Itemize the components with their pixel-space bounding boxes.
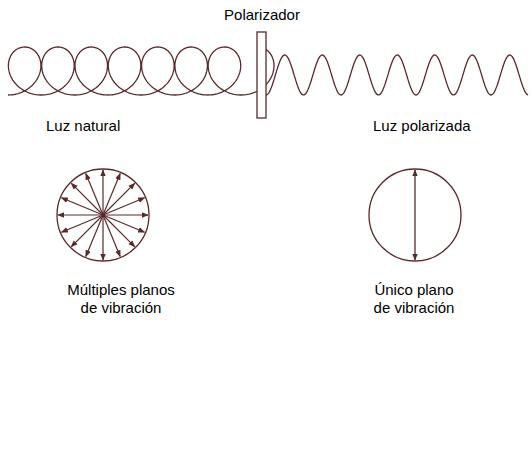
light-label: Luz natural [46,117,120,135]
vibration-arrow [58,214,103,215]
vibration-arrow [61,215,103,232]
polarizer-plate [257,32,266,118]
natural-light-wave [8,47,274,95]
vibration-arrow [71,183,103,215]
vibration-arrows [58,170,148,260]
vibration-arrow [102,215,103,260]
polarized-light-wave [266,55,528,95]
vibration-arrow [103,198,145,215]
vibration-arrow [414,170,415,260]
vibration-arrow [71,215,103,247]
component-label: Polarizador [224,6,300,24]
caption-label: Múltiples planos de vibración [60,281,182,317]
vibration-circle [57,169,149,261]
vibration-arrow [103,183,135,215]
light-label: Luz polarizada [373,117,471,135]
vibration-arrow [86,173,103,215]
vibration-arrow [102,170,103,215]
vibration-arrow [103,215,120,257]
vibration-arrow [103,214,148,215]
vibration-arrow [103,215,135,247]
caption-label: Único plano de vibración [368,281,460,317]
vibration-circle [369,169,461,261]
